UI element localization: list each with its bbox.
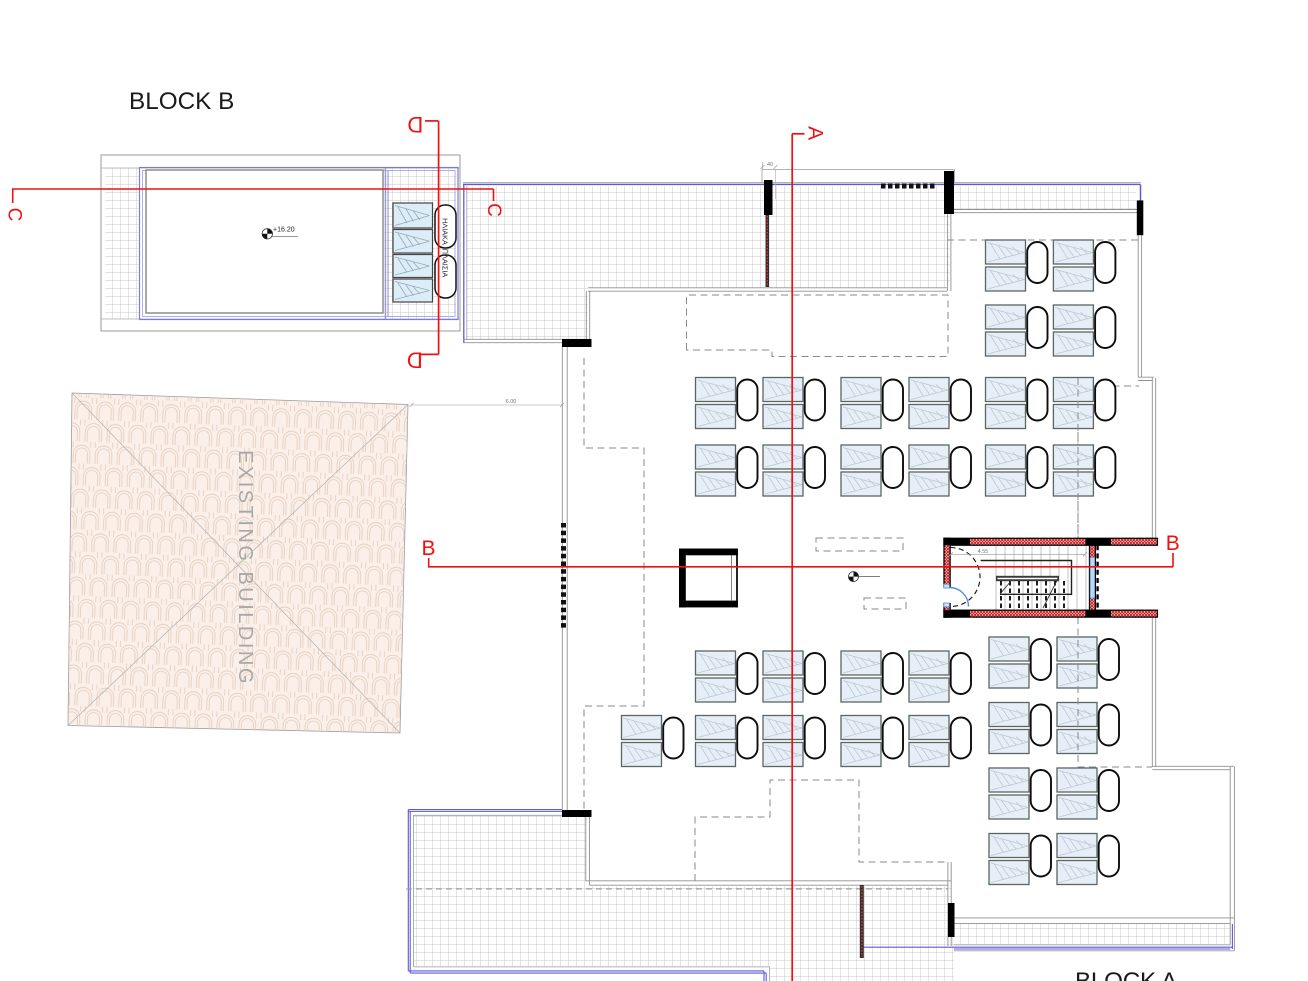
svg-text:B: B <box>421 537 435 560</box>
svg-text:6.00: 6.00 <box>506 399 517 405</box>
svg-text:A: A <box>804 126 827 140</box>
svg-text:D: D <box>407 347 423 372</box>
svg-text:EXISTING BUILDING: EXISTING BUILDING <box>234 450 256 686</box>
svg-text:BLOCK B: BLOCK B <box>129 88 234 115</box>
svg-text:D: D <box>407 112 423 137</box>
svg-text:ΠΛΑΙΣΙΑ: ΠΛΑΙΣΙΑ <box>441 249 450 278</box>
svg-text:40: 40 <box>767 162 773 168</box>
svg-text:ΗΛΙΑΚΑ: ΗΛΙΑΚΑ <box>441 218 450 245</box>
svg-text:4.55: 4.55 <box>978 549 989 555</box>
svg-text:+16.20: +16.20 <box>273 227 295 234</box>
svg-text:C: C <box>3 208 24 222</box>
svg-text:B: B <box>1166 532 1180 555</box>
svg-text:C: C <box>483 203 504 217</box>
svg-text:BLOCK A: BLOCK A <box>1075 968 1178 981</box>
